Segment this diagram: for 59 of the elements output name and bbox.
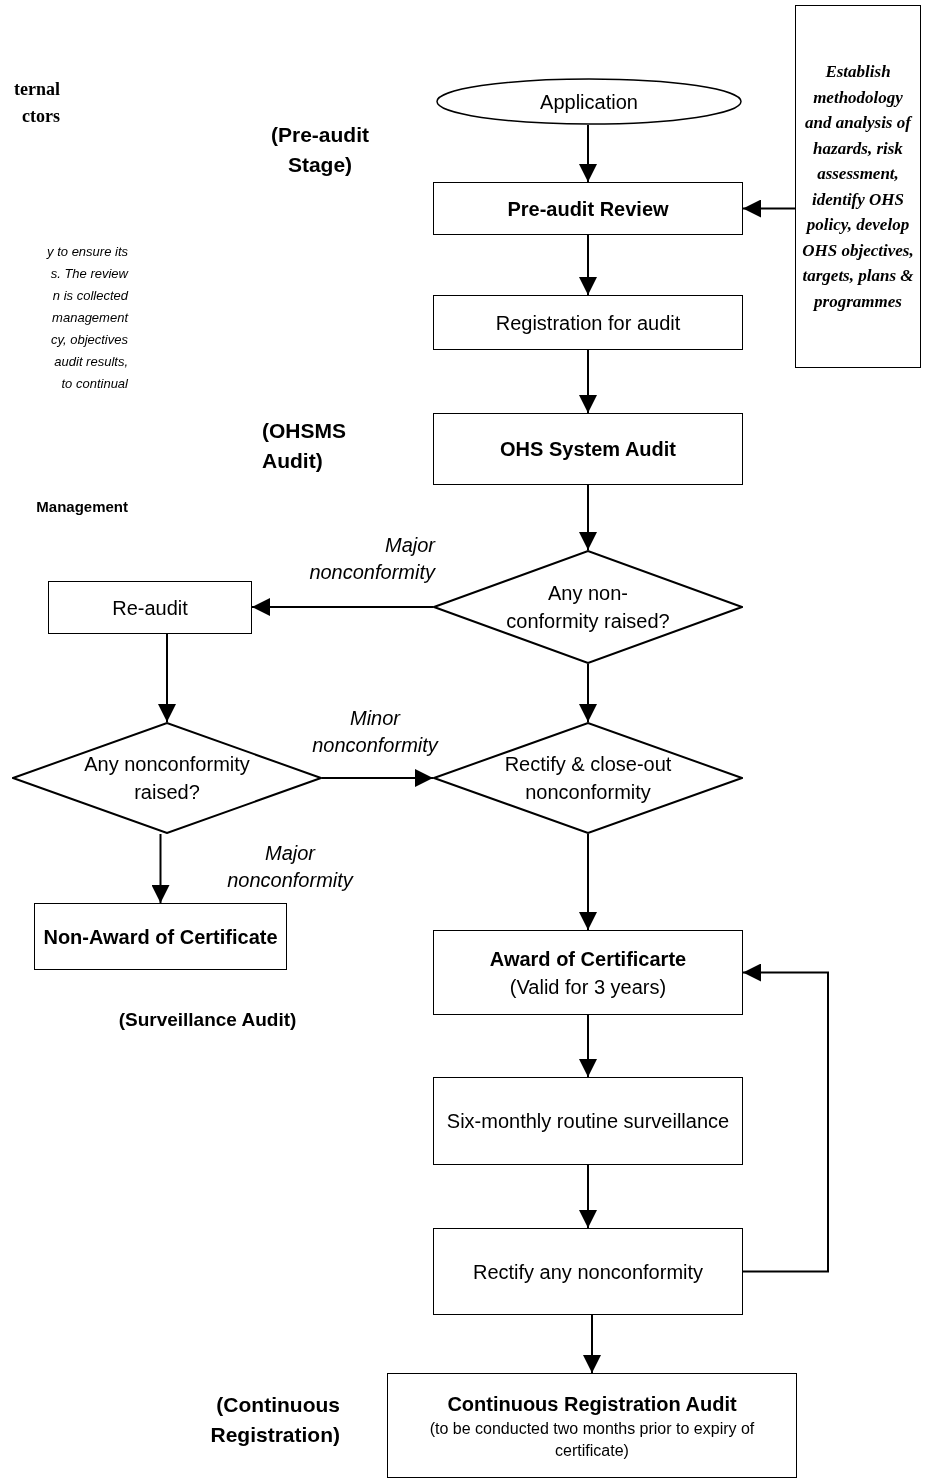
stage-label: Management — [35, 497, 128, 517]
box-label: Any non-conformity raised? — [505, 581, 671, 634]
stage-label: (Continuous Registration) — [209, 1392, 340, 1448]
box-label: OHS System Audit — [500, 437, 676, 462]
stage-label: (OHSMS Audit) — [262, 418, 347, 474]
box-label: Award of Certificarte — [489, 946, 687, 972]
process-box — [433, 182, 743, 235]
box-label: Re-audit — [112, 595, 188, 621]
text-fragment: cy, objectives — [49, 331, 128, 349]
arrow — [579, 1164, 597, 1229]
arrow — [579, 663, 597, 723]
text-fragment: y to ensure its — [45, 243, 128, 261]
arrow — [579, 484, 597, 551]
text-fragment: management — [51, 309, 128, 327]
stage-label: ternal — [13, 78, 60, 101]
box-label: Rectify & close-out nonconformity — [503, 752, 673, 805]
process-box — [387, 1373, 797, 1478]
process-box — [433, 930, 743, 1015]
process-box — [433, 295, 743, 350]
arrow — [579, 124, 597, 183]
stage-label: (Pre-audit Stage) — [270, 122, 370, 178]
edge-label: Major nonconformity — [226, 841, 355, 893]
arrow — [321, 769, 434, 787]
arrow — [158, 633, 176, 723]
box-label: Six-monthly routine surveillance — [446, 1109, 730, 1134]
box-label: Establish methodology and analysis of hazards, risk assessment, identify OHS policy, develop OHS objectives, targets, plans & programmes — [801, 61, 915, 313]
box-sublabel: (to be conducted two months prior to expiry of certificate) — [428, 1418, 756, 1461]
box-sublabel: (Valid for 3 years) — [509, 974, 667, 1000]
box-label: Any nonconformity raised? — [83, 752, 251, 805]
arrow — [583, 1314, 601, 1374]
process-box — [48, 581, 252, 634]
box-label: Rectify any nonconformity — [472, 1259, 704, 1285]
box-label: Registration for audit — [495, 310, 681, 336]
arrow — [742, 199, 796, 218]
text-fragment: s. The review — [49, 265, 128, 283]
text-fragment: to continual — [60, 375, 128, 393]
process-box — [433, 1077, 743, 1165]
process-box — [34, 903, 287, 970]
box-label: Non-Award of Certificate — [43, 924, 278, 950]
box-label: Application — [540, 89, 638, 115]
arrow — [579, 234, 597, 296]
box-label: Pre-audit Review — [507, 196, 669, 222]
arrow — [579, 1014, 597, 1078]
box-label: Continuous Registration Audit — [447, 1391, 737, 1417]
arrow — [579, 833, 597, 931]
process-box — [433, 1228, 743, 1315]
edge-label: Major nonconformity — [308, 533, 435, 585]
text-fragment: n is collected — [51, 287, 128, 305]
start-ellipse — [436, 78, 742, 125]
arrow — [151, 833, 170, 904]
arrow — [251, 598, 434, 616]
edge-label: Minor nonconformity — [311, 706, 440, 758]
note-box — [795, 5, 921, 368]
process-box — [433, 413, 743, 485]
arrow — [579, 349, 597, 414]
text-fragment: audit results, — [53, 353, 128, 371]
stage-label: ctors — [21, 105, 60, 128]
stage-label: (Surveillance Audit) — [117, 1008, 298, 1032]
arrow — [742, 963, 829, 1273]
